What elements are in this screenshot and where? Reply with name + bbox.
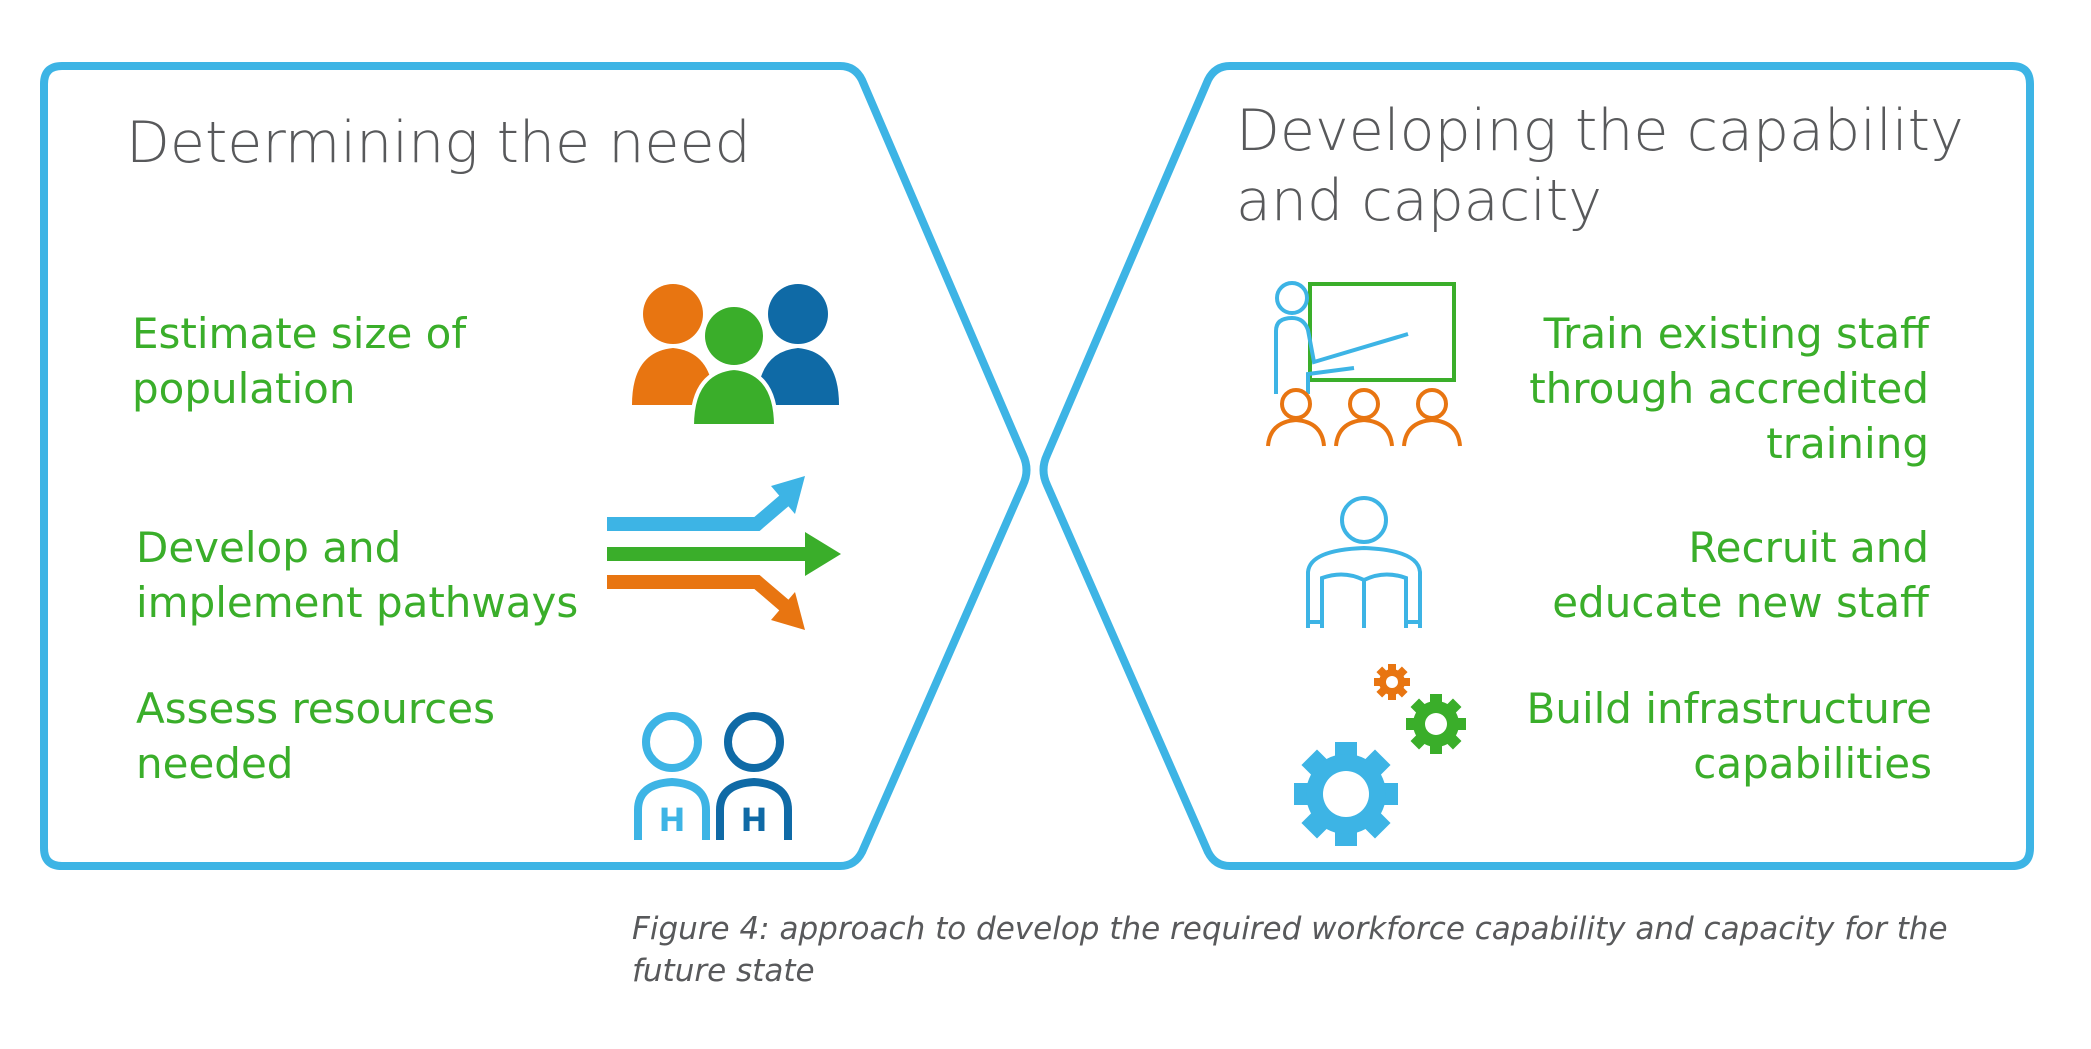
- title-line: and capacity: [1236, 168, 1602, 234]
- item-line: capabilities: [1693, 739, 1932, 788]
- classroom-training-icon: [1266, 281, 1462, 447]
- item-estimate-population: Estimate size of population: [132, 306, 466, 416]
- svg-text:H: H: [659, 801, 686, 839]
- right-panel-title: Developing the capability and capacity: [1236, 96, 1964, 236]
- left-panel-frame: [40, 62, 1031, 870]
- gears-icon: [1294, 664, 1466, 846]
- item-line: population: [132, 364, 356, 413]
- item-assess-resources: Assess resources needed: [136, 681, 495, 791]
- item-train-staff: Train existing staff through accredited …: [1529, 306, 1929, 471]
- svg-text:H: H: [741, 801, 768, 839]
- health-workers-icon: H H: [634, 712, 792, 840]
- item-recruit-staff: Recruit and educate new staff: [1552, 520, 1929, 630]
- right-panel-frame: [1039, 62, 2034, 870]
- people-group-icon: [632, 284, 839, 428]
- pathway-arrows-icon: [607, 476, 841, 630]
- item-line: needed: [136, 739, 294, 788]
- item-line: Recruit and: [1688, 523, 1929, 572]
- item-line: implement pathways: [136, 578, 579, 627]
- reading-person-icon: [1306, 496, 1422, 628]
- left-panel-title: Determining the need: [126, 110, 751, 176]
- caption-line: future state: [632, 953, 815, 989]
- item-line: training: [1766, 419, 1929, 468]
- title-line: Developing the capability: [1236, 98, 1964, 164]
- caption-line: Figure 4: approach to develop the requir…: [632, 911, 1948, 947]
- item-line: Estimate size of: [132, 309, 467, 358]
- item-line: through accredited: [1529, 364, 1929, 413]
- figure-caption: Figure 4: approach to develop the requir…: [632, 908, 1948, 992]
- item-line: Develop and: [136, 523, 402, 572]
- item-line: Assess resources: [136, 684, 495, 733]
- item-line: Train existing staff: [1543, 309, 1929, 358]
- item-line: Build infrastructure: [1526, 684, 1932, 733]
- item-build-infrastructure: Build infrastructure capabilities: [1527, 681, 1932, 791]
- item-line: educate new staff: [1552, 578, 1929, 627]
- item-develop-pathways: Develop and implement pathways: [136, 520, 578, 630]
